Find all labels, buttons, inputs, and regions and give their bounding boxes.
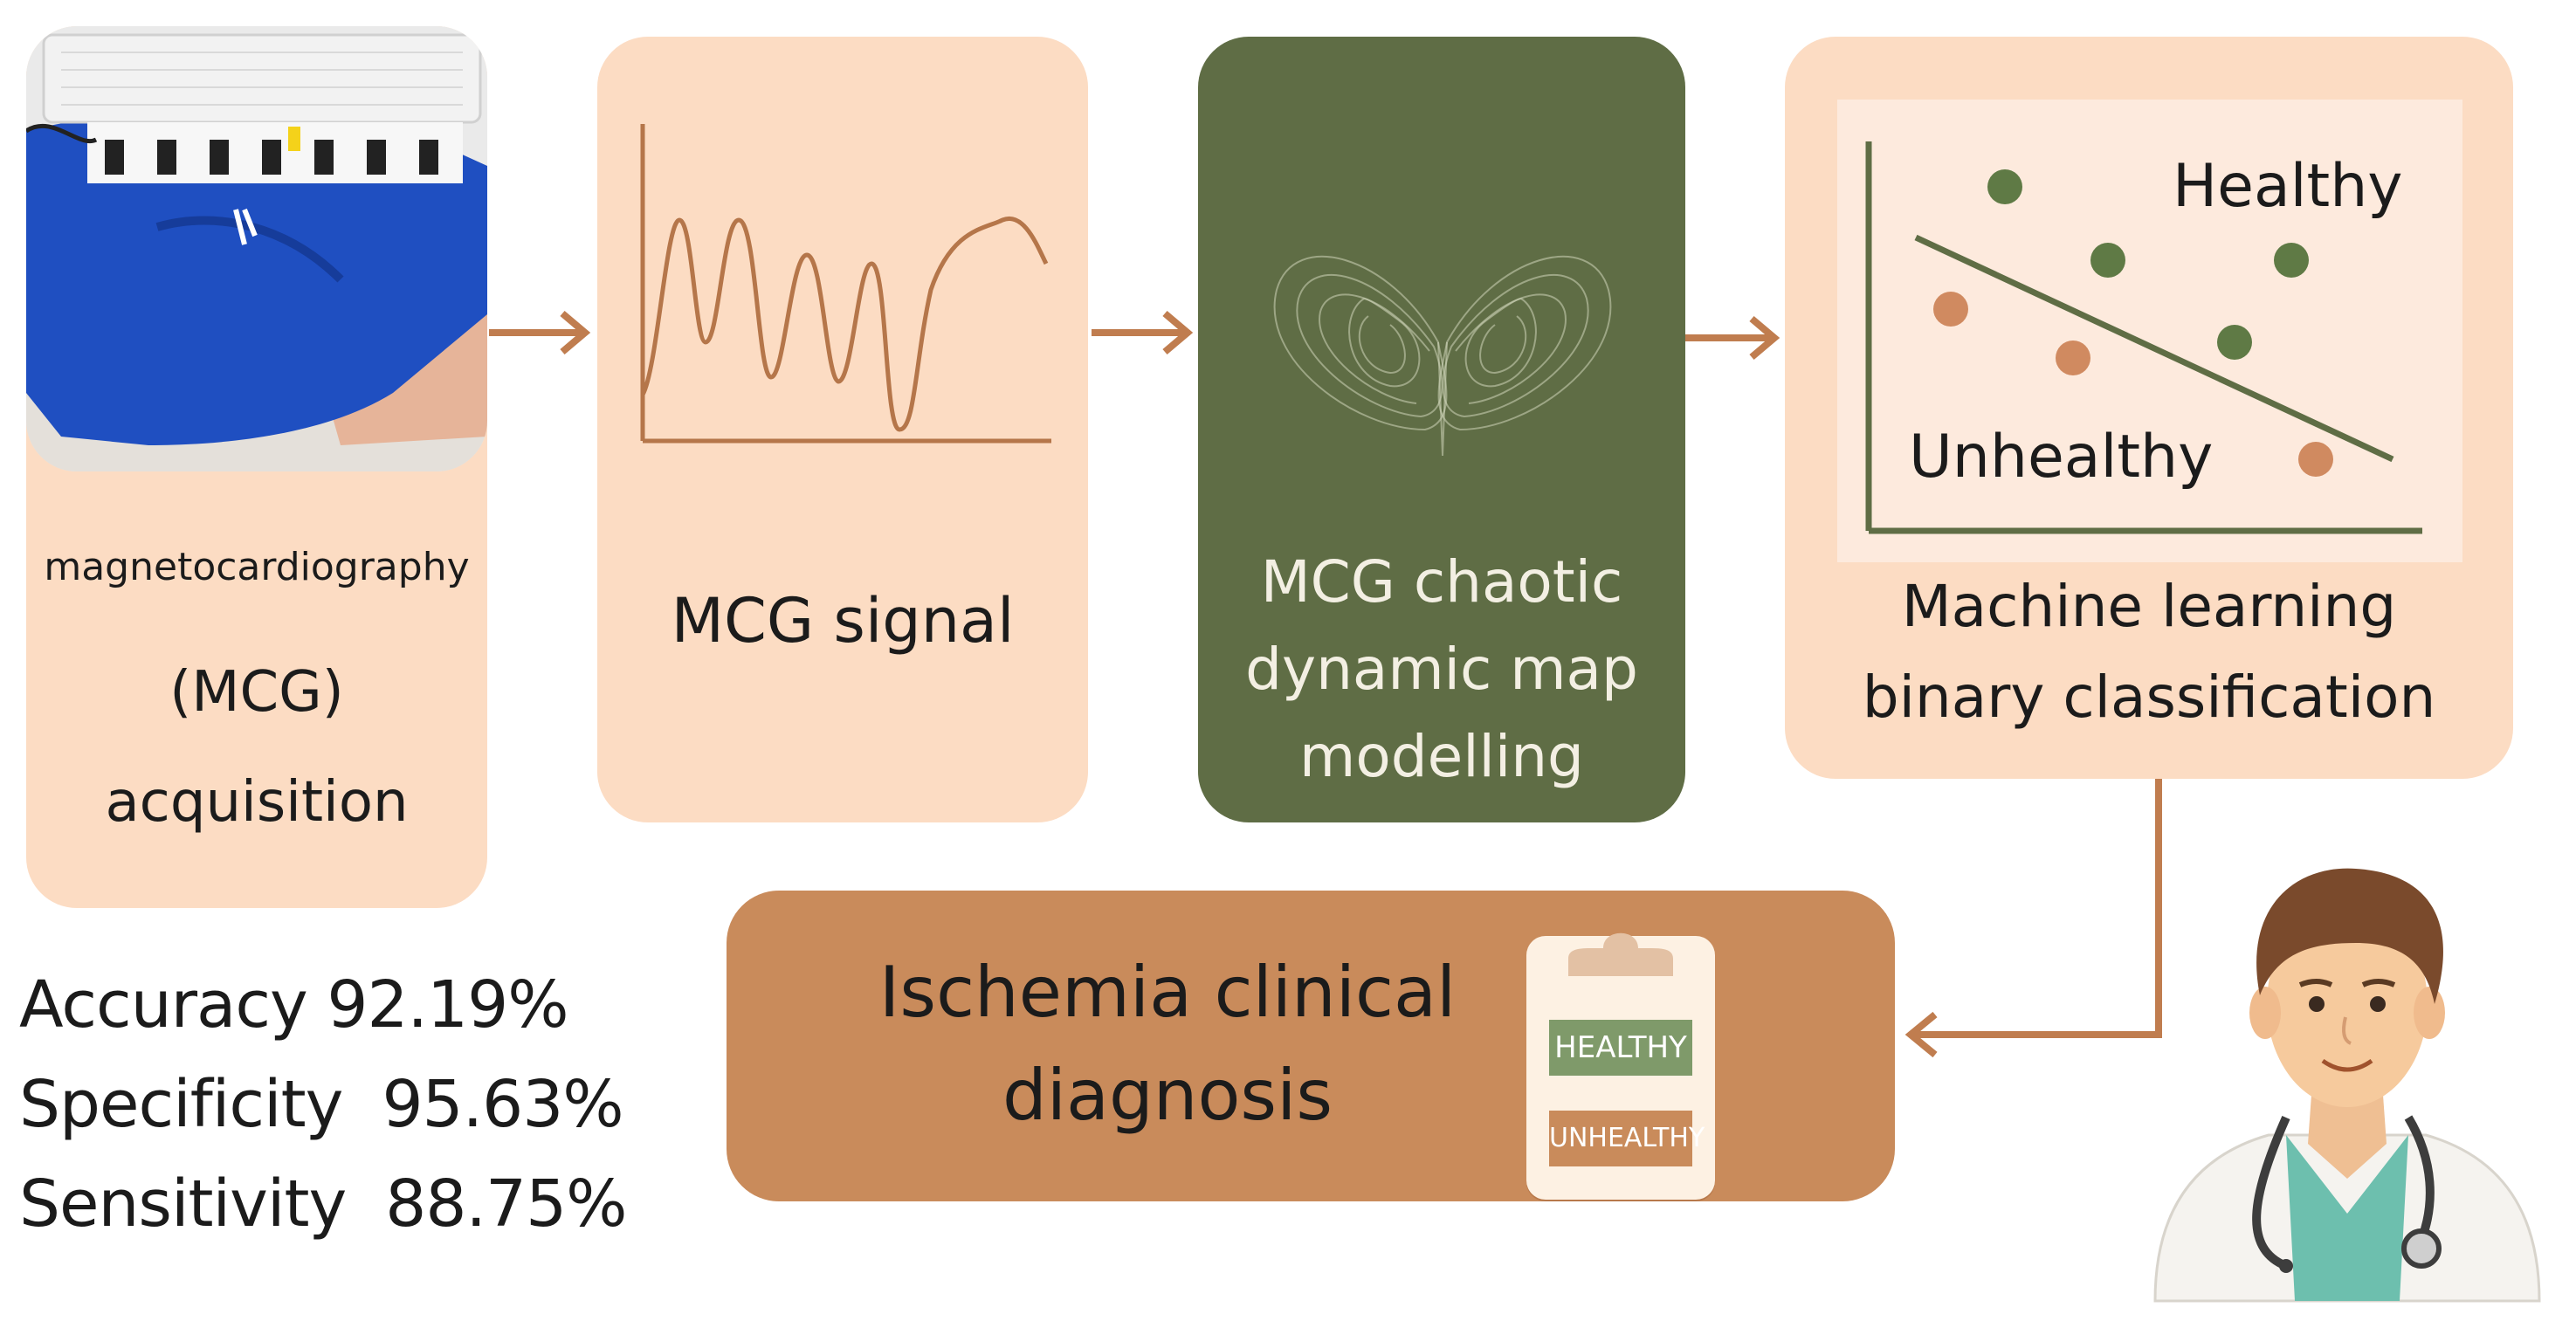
metric-value: 92.19% — [327, 967, 568, 1042]
arrow-down-left-icon — [1904, 779, 2162, 1058]
acquisition-line3: acquisition — [105, 770, 409, 835]
metric-name: Specificity — [19, 1067, 343, 1142]
signal-card: MCG signal — [597, 37, 1088, 822]
healthy-tag: HEALTHY — [1549, 1020, 1692, 1076]
chaos-line1: MCG chaotic — [1260, 548, 1623, 616]
clipboard-icon: HEALTHY UNHEALTHY — [1526, 932, 1715, 1200]
signal-label: MCG signal — [671, 585, 1015, 657]
metric-name: Sensitivity — [19, 1166, 347, 1242]
acquisition-line1: magnetocardiography — [44, 545, 470, 589]
acquisition-line2: (MCG) — [169, 660, 344, 725]
acquisition-card: magnetocardiography (MCG) acquisition — [26, 26, 487, 908]
metric-sensitivity: Sensitivity 88.75% — [19, 1166, 627, 1242]
chaos-line2: dynamic map — [1245, 636, 1638, 703]
metric-accuracy: Accuracy 92.19% — [19, 967, 569, 1042]
ml-line2: binary classification — [1862, 664, 2436, 731]
diagnosis-line1: Ischemia clinical — [878, 952, 1457, 1033]
scatter-plot-icon — [1865, 141, 2422, 534]
clipboard-clip-icon — [1568, 932, 1673, 976]
class-unhealthy-label: Unhealthy — [1909, 423, 2214, 492]
doctor-icon — [2153, 868, 2541, 1303]
diagnosis-card: Ischemia clinical diagnosis HEALTHY UNHE… — [727, 891, 1895, 1201]
metric-name: Accuracy — [19, 967, 308, 1042]
chaos-card: MCG chaotic dynamic map modelling — [1198, 37, 1685, 822]
arrow-right-icon — [489, 310, 591, 355]
scatter-plot-panel: Healthy Unhealthy — [1837, 100, 2462, 562]
signal-plot-icon — [640, 124, 1051, 444]
butterfly-attractor-icon — [1273, 255, 1612, 457]
ml-line1: Machine learning — [1901, 573, 2397, 640]
metric-specificity: Specificity 95.63% — [19, 1067, 624, 1142]
unhealthy-tag: UNHEALTHY — [1549, 1111, 1705, 1166]
metric-value: 95.63% — [382, 1067, 623, 1142]
arrow-right-icon — [1685, 315, 1780, 361]
chaos-line3: modelling — [1299, 723, 1584, 790]
arrow-right-icon — [1092, 310, 1194, 355]
ml-card: Healthy Unhealthy Machine learning binar… — [1785, 37, 2513, 779]
diagnosis-line2: diagnosis — [1002, 1055, 1333, 1136]
metric-value: 88.75% — [385, 1166, 627, 1242]
device-photo — [26, 26, 487, 471]
class-healthy-label: Healthy — [2173, 152, 2403, 221]
